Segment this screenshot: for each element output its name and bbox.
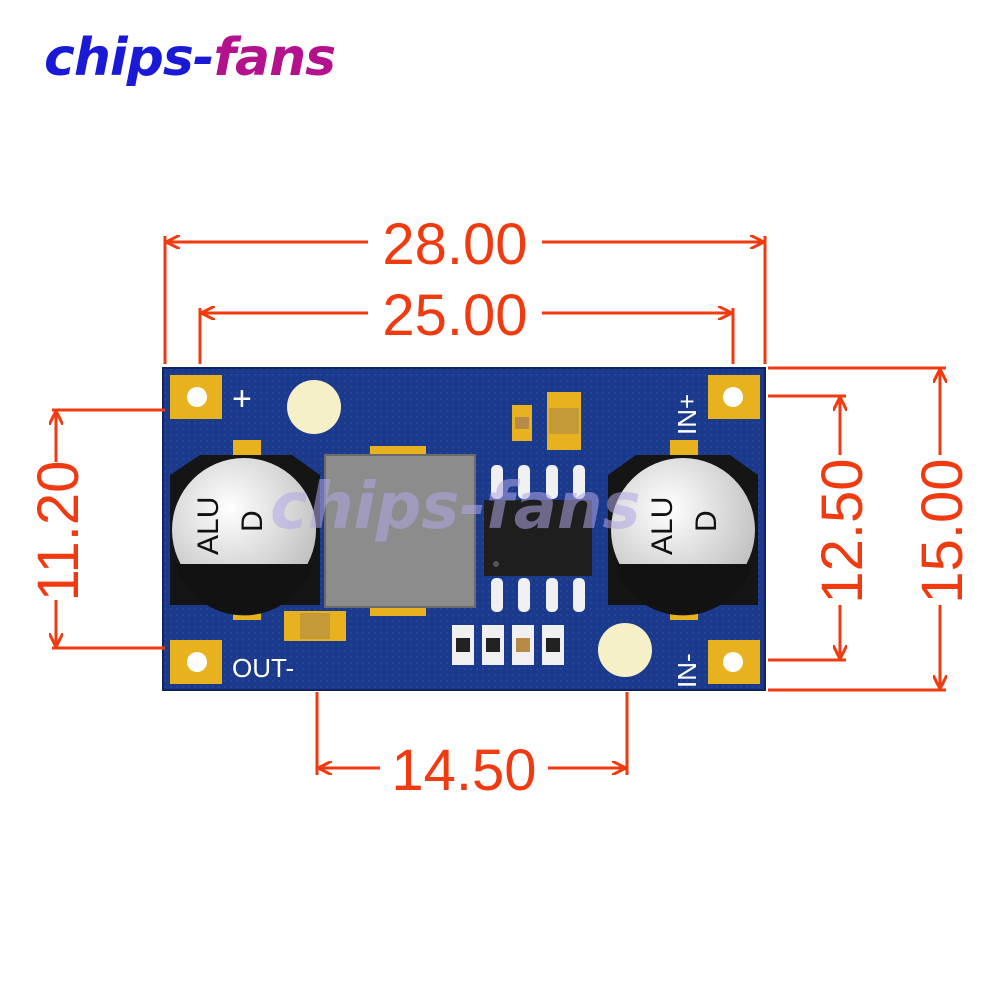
dim-bottom-span: 14.50 [391,738,536,803]
capacitor-left: ALU D [170,440,320,620]
ic-chip [484,465,592,612]
pad-in-minus [708,640,760,684]
dimension-lines [52,236,946,775]
cap-right-label1: ALU [646,497,679,555]
smd-resistor-row [452,625,564,665]
watermark: chips-fans [270,470,641,544]
brand-logo-part1: chips- [44,28,214,88]
brand-logo: chips-fans [44,28,336,88]
dim-width-holes: 25.00 [382,283,527,348]
smd-capacitor-top [547,392,581,450]
dim-left-height: 11.20 [26,461,91,602]
dim-right-total: 15.00 [910,458,975,603]
pad-in-plus [708,375,760,419]
pad-out-minus [170,640,222,684]
inductor [324,446,476,616]
mounting-hole-top [287,380,341,434]
dim-right-inner: 12.50 [810,458,875,603]
smd-resistor-top-small [512,405,532,441]
cap-left-label1: ALU [192,497,225,555]
silk-in-plus: IN+ [672,394,702,435]
dim-width-total: 28.00 [382,212,527,277]
silk-plus: + [232,380,252,418]
smd-capacitor-bottom-left [284,611,346,641]
silk-in-minus: IN- [672,653,702,688]
cap-right-label2: D [690,510,723,532]
brand-logo-part2: fans [213,28,336,88]
cap-left-label2: D [236,510,269,532]
silk-out-minus: OUT- [232,653,294,683]
mounting-hole-bottom [598,623,652,677]
pcb-board: + OUT- IN+ IN- ALU D ALU D [162,367,766,691]
capacitor-right: ALU D [608,440,758,620]
pad-out-plus [170,375,222,419]
